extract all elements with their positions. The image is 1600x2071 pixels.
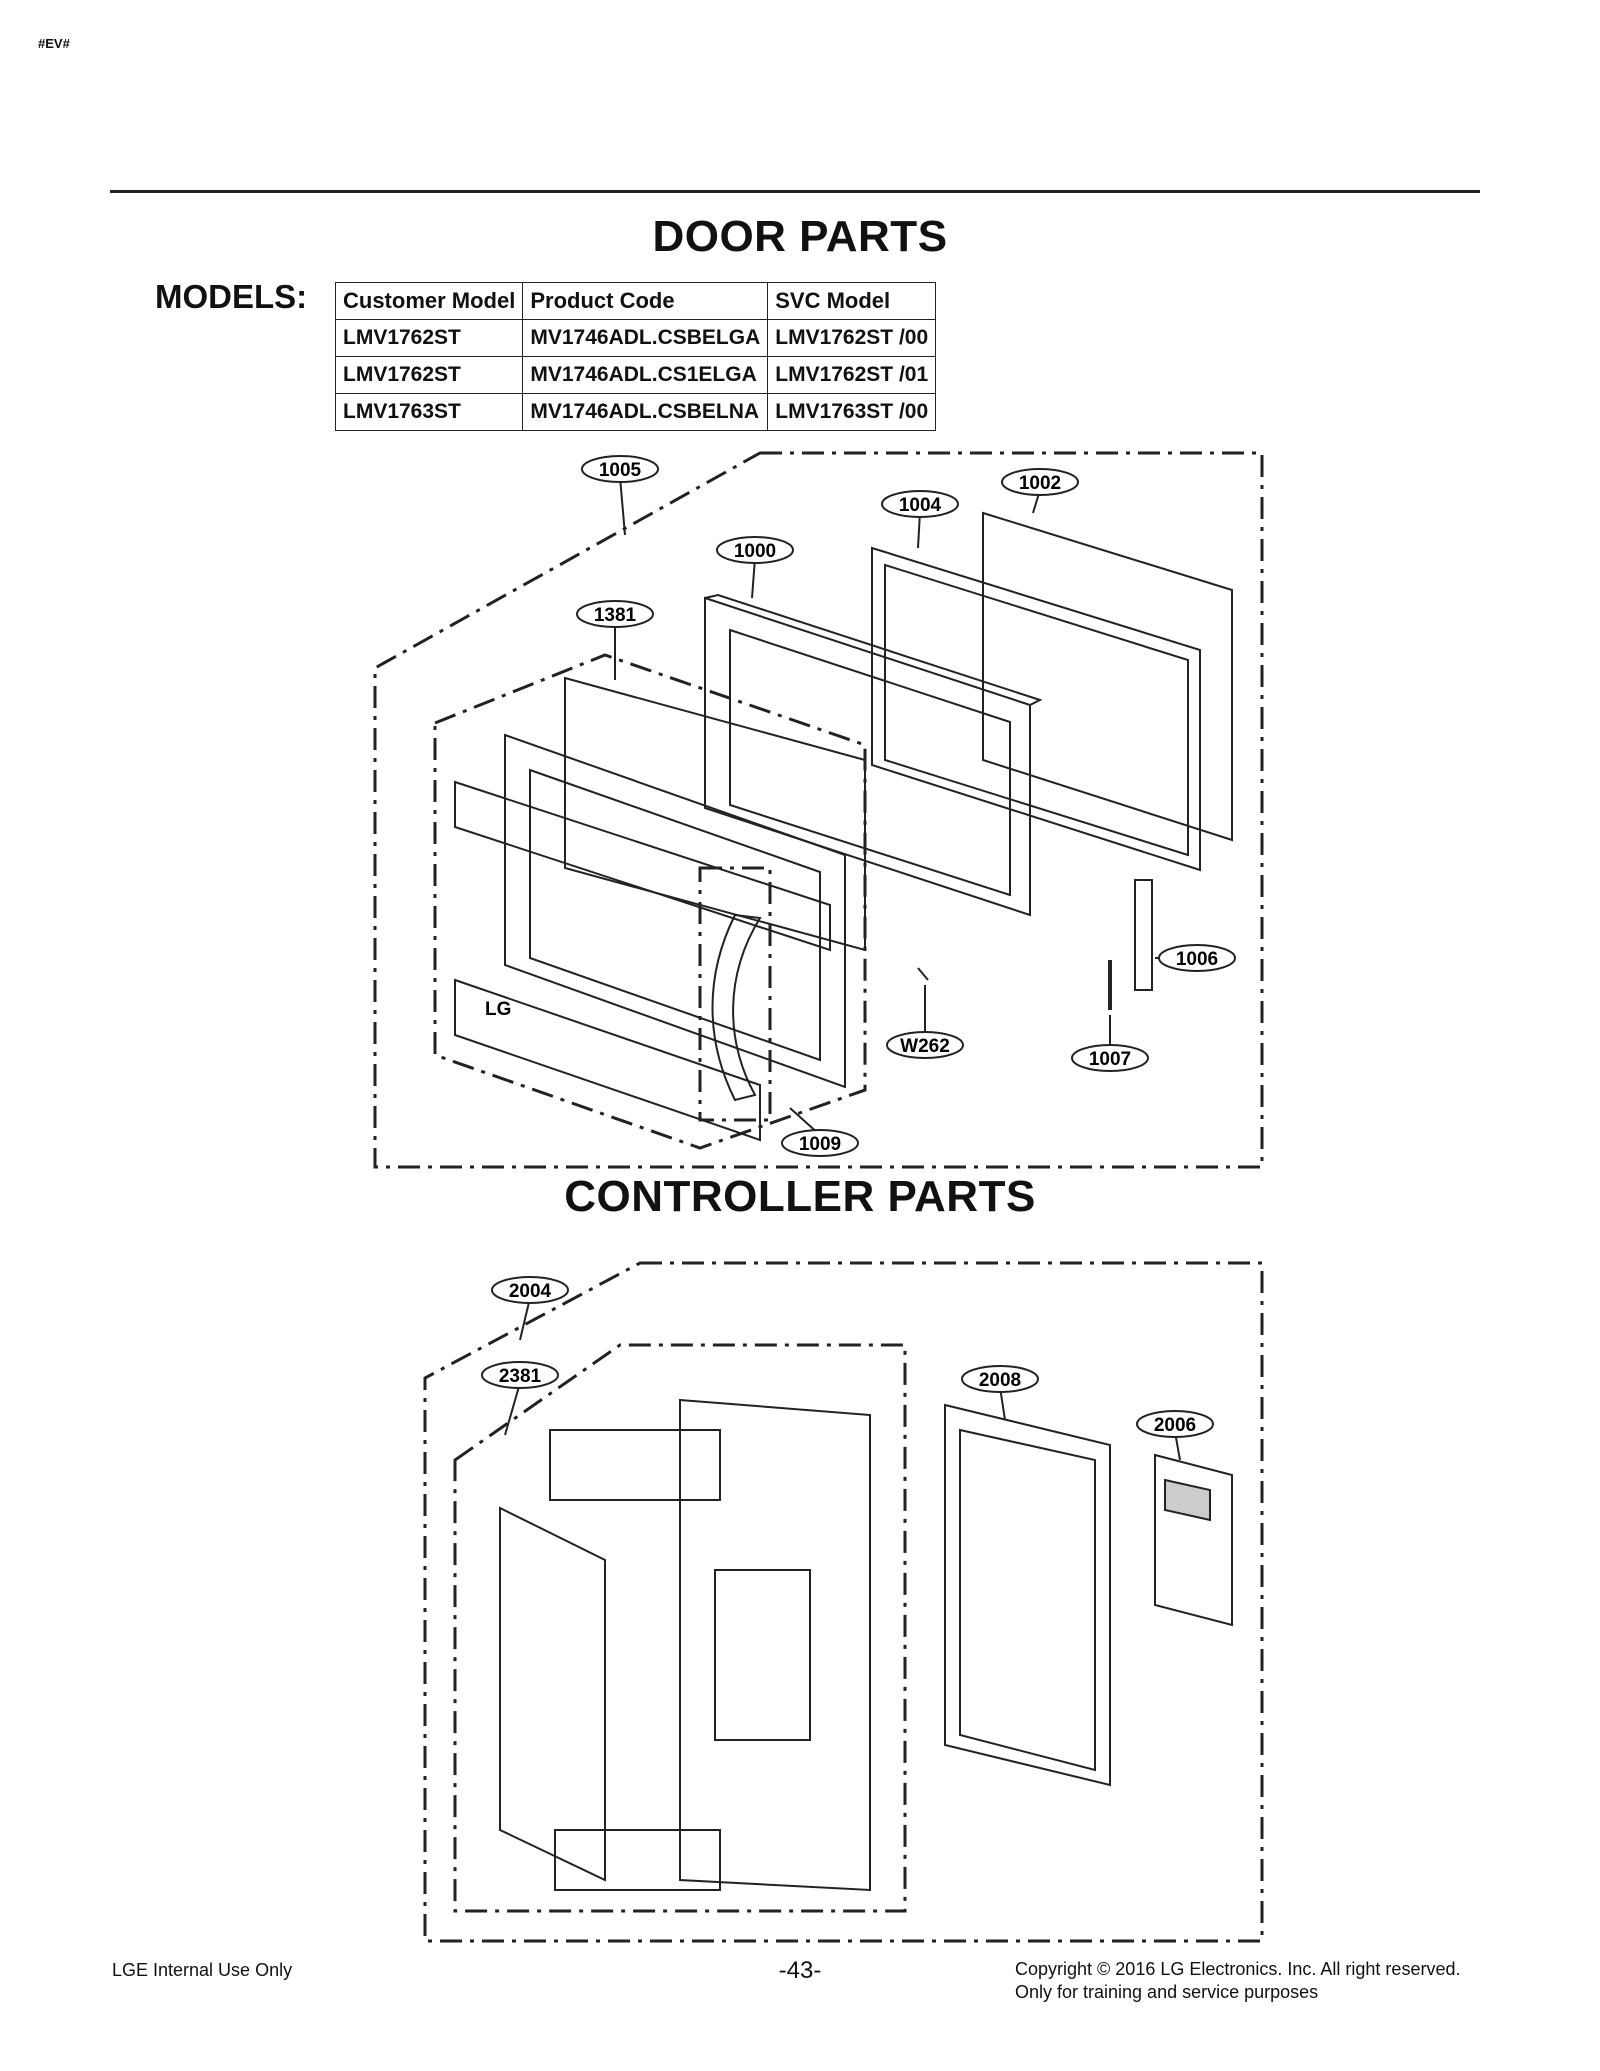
callout-ctrl-2006: 2006 xyxy=(1136,1410,1214,1438)
control-pcb xyxy=(1154,1453,1233,1627)
callout-label: 2004 xyxy=(509,1281,552,1302)
callout-label: 1381 xyxy=(594,605,637,626)
callout-door-1002: 1002 xyxy=(1001,468,1079,496)
callout-bubble xyxy=(781,1129,859,1157)
control-keypad-sheet xyxy=(499,1506,606,1882)
callout-bubble xyxy=(491,1276,569,1304)
header-customer-model: Customer Model xyxy=(334,282,524,320)
control-upper-cover xyxy=(549,1429,721,1501)
door-choke-frame xyxy=(871,546,1201,872)
door-inner-panel xyxy=(704,596,1031,917)
footer-internal-use: LGE Internal Use Only xyxy=(112,1960,293,1980)
table-row: LMV1762ST MV1746ADL.CSBELGA LMV1762ST /0… xyxy=(334,319,937,357)
callout-door-1006: 1006 xyxy=(1158,944,1236,972)
callout-bubble xyxy=(1071,1044,1149,1072)
cell-product-code: MV1746ADL.CS1ELGA xyxy=(522,356,769,394)
models-table: Customer Model Product Code SVC Model LM… xyxy=(334,282,937,431)
callout-door-1000: 1000 xyxy=(716,536,794,564)
callout-bubble xyxy=(576,600,654,628)
callout-label: 1005 xyxy=(599,460,642,481)
table-row: LMV1762ST MV1746ADL.CS1ELGA LMV1762ST /0… xyxy=(334,356,937,394)
door-parts-title: DOOR PARTS xyxy=(652,212,948,261)
door-bottom-trim xyxy=(454,978,761,1142)
control-panel-boundary xyxy=(453,1343,907,1913)
control-bracket xyxy=(944,1403,1111,1787)
handle-boundary xyxy=(698,866,772,1122)
control-housing xyxy=(679,1398,871,1892)
cell-product-code: MV1746ADL.CSBELNA xyxy=(522,393,769,431)
door-handle xyxy=(711,913,762,1102)
callout-label: 1006 xyxy=(1176,949,1218,970)
callout-door-w262: W262 xyxy=(886,1031,964,1059)
cell-product-code: MV1746ADL.CSBELGA xyxy=(522,319,769,357)
cell-svc-model: LMV1763ST /00 xyxy=(767,393,937,431)
callout-label: 2006 xyxy=(1154,1415,1196,1436)
callout-bubble xyxy=(881,490,959,518)
callout-bubble xyxy=(481,1361,559,1389)
page-number: -43- xyxy=(778,1957,822,1984)
callout-label: 1007 xyxy=(1089,1049,1131,1070)
door-frame-boundary xyxy=(433,653,867,1150)
callout-door-1005: 1005 xyxy=(581,455,659,483)
callout-label: 1002 xyxy=(1019,473,1061,494)
models-label: MODELS: xyxy=(155,278,308,315)
footer-copyright-block: Copyright © 2016 LG Electronics. Inc. Al… xyxy=(1015,1958,1460,2004)
callout-label: 1004 xyxy=(899,495,942,516)
callout-bubble xyxy=(961,1365,1039,1393)
copyright-text: Copyright © 2016 LG Electronics. Inc. Al… xyxy=(1015,1959,1461,1979)
document-tag: #EV# xyxy=(38,36,70,51)
callout-label: 1009 xyxy=(799,1134,841,1155)
control-lower-cover xyxy=(554,1829,721,1891)
callout-bubble xyxy=(1001,468,1079,496)
callout-bubble xyxy=(581,455,659,483)
callout-door-1004: 1004 xyxy=(881,490,959,518)
cell-svc-model: LMV1762ST /01 xyxy=(767,356,937,394)
lg-logo: LG xyxy=(485,999,511,1020)
callout-bubble xyxy=(716,536,794,564)
callout-ctrl-2004: 2004 xyxy=(491,1276,569,1304)
callout-ctrl-2381: 2381 xyxy=(481,1361,559,1389)
door-front-sheet xyxy=(564,676,866,952)
callout-label: 2381 xyxy=(499,1366,542,1387)
callout-label: W262 xyxy=(900,1036,950,1057)
controller-parts-title: CONTROLLER PARTS xyxy=(564,1172,1036,1221)
header-product-code: Product Code xyxy=(522,282,769,320)
callout-bubble xyxy=(1158,944,1236,972)
door-front-frame xyxy=(504,733,846,1089)
header-rule xyxy=(110,190,1480,193)
models-table-header: Customer Model Product Code SVC Model xyxy=(334,282,937,320)
callout-door-1007: 1007 xyxy=(1071,1044,1149,1072)
cell-customer-model: LMV1763ST xyxy=(334,393,524,431)
cell-customer-model: LMV1762ST xyxy=(334,319,524,357)
callout-label: 2008 xyxy=(979,1370,1021,1391)
door-latch-hook xyxy=(1134,879,1153,991)
header-svc-model: SVC Model xyxy=(767,282,937,320)
callout-bubble xyxy=(886,1031,964,1059)
cell-customer-model: LMV1762ST xyxy=(334,356,524,394)
callout-bubble xyxy=(1136,1410,1214,1438)
controller-assembly-boundary xyxy=(423,1261,1264,1943)
door-glass-sheet xyxy=(982,511,1233,842)
callout-door-1009: 1009 xyxy=(781,1129,859,1157)
door-assembly-boundary xyxy=(373,451,1264,1169)
cell-svc-model: LMV1762ST /00 xyxy=(767,319,937,357)
usage-note: Only for training and service purposes xyxy=(1015,1982,1319,2002)
table-row: LMV1763ST MV1746ADL.CSBELNA LMV1763ST /0… xyxy=(334,393,937,431)
screw xyxy=(917,967,929,981)
callout-label: 1000 xyxy=(734,541,776,562)
door-top-trim xyxy=(454,780,831,952)
callout-ctrl-2008: 2008 xyxy=(961,1365,1039,1393)
callout-door-1381: 1381 xyxy=(576,600,654,628)
